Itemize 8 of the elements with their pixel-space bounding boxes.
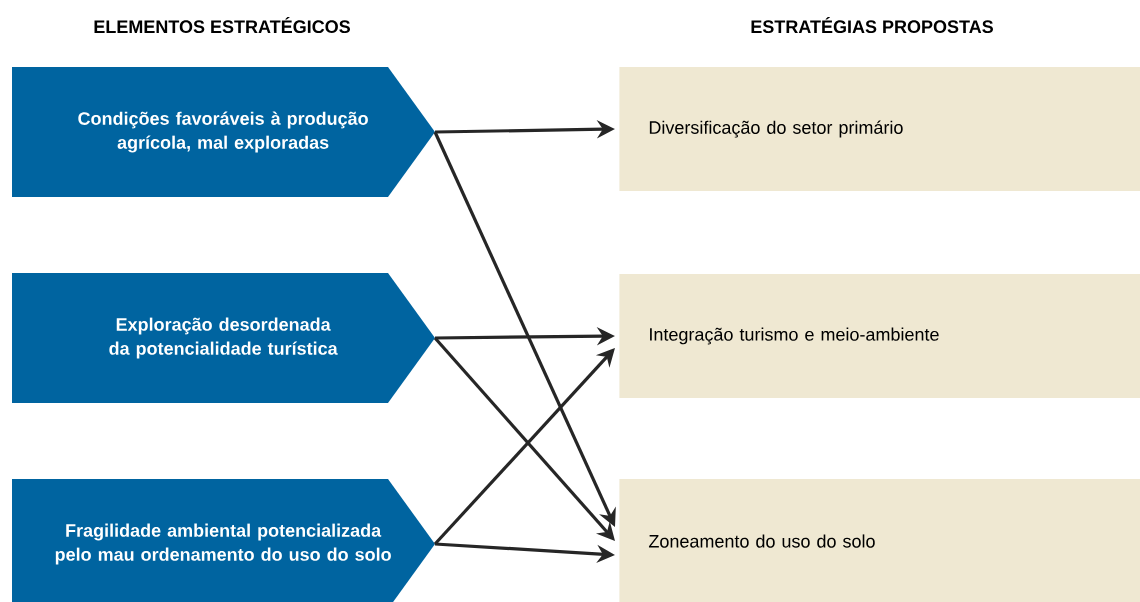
strategy-box: Zoneamento do uso do solo — [619, 479, 1140, 602]
chevron-box: Condições favoráveis à produção agrícola, mal exploradas — [12, 67, 435, 197]
strategy-box: Integração turismo e meio-ambiente — [619, 274, 1140, 398]
chevron-box: Exploração desordenada da potencialidade turística — [12, 273, 435, 403]
strategy-box: Diversificação do setor primário — [619, 67, 1140, 191]
column-heading: ESTRATÉGIAS PROPOSTAS — [751, 16, 993, 34]
column-heading: ELEMENTOS ESTRATÉGICOS — [94, 16, 350, 34]
chevron-box: Fragilidade ambiental potencializada pelo mau ordenamento do uso do solo — [12, 479, 435, 602]
